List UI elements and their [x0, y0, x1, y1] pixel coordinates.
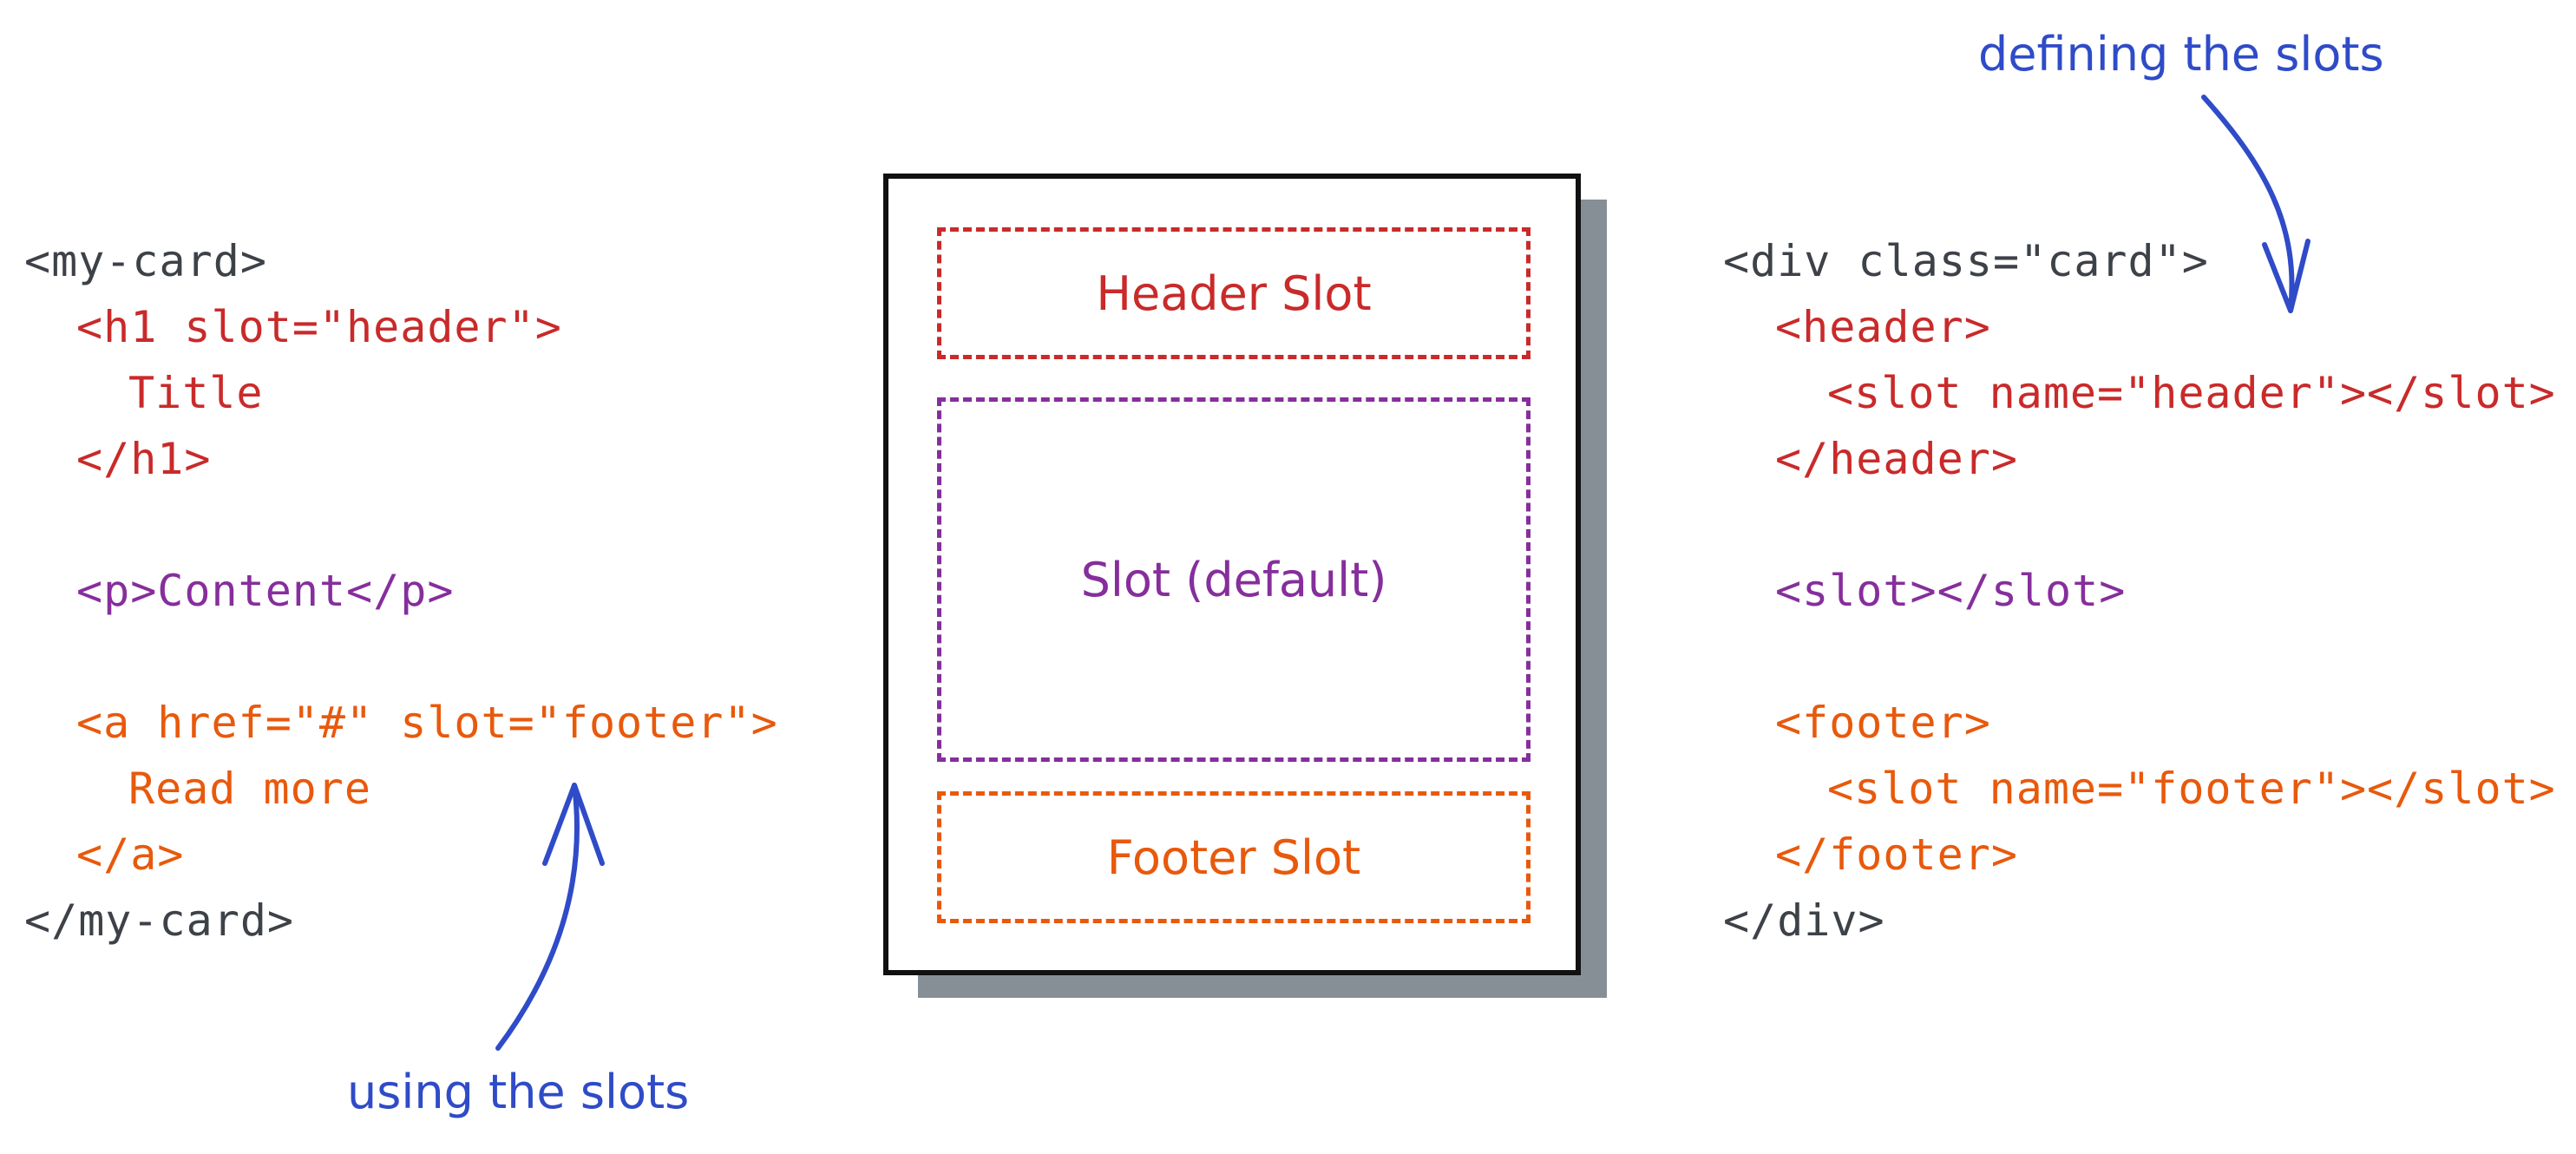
default-slot-label: Slot (default)	[1080, 552, 1387, 607]
header-slot-label: Header Slot	[1096, 266, 1372, 321]
left-code-line-6: <a href="#" slot="footer">	[76, 698, 778, 748]
left-code-line-9: </my-card>	[24, 895, 295, 946]
right-code-line-9: </div>	[1723, 895, 1885, 946]
header-slot-box: Header Slot	[937, 227, 1531, 359]
footer-slot-label: Footer Slot	[1106, 829, 1361, 885]
left-code-line-2: <h1 slot="header">	[76, 302, 562, 352]
left-code-line-3: Title	[128, 368, 264, 418]
right-code-line-5: <slot></slot>	[1775, 566, 2127, 616]
right-code-line-3: <slot name="header"></slot>	[1827, 368, 2556, 418]
left-code-line-7: Read more	[128, 764, 371, 814]
arrow-defining-the-slots	[2201, 95, 2311, 313]
right-code-line-1: <div class="card">	[1723, 236, 2209, 286]
default-slot-box: Slot (default)	[937, 397, 1531, 762]
left-code-line-5: <p>Content</p>	[76, 566, 455, 616]
right-code-line-7: <slot name="footer"></slot>	[1827, 764, 2556, 814]
annotation-defining-the-slots: defining the slots	[1978, 27, 2384, 82]
left-code-line-4: </h1>	[76, 434, 212, 484]
card-frame	[883, 174, 1581, 975]
right-code-line-2: <header>	[1775, 302, 1991, 352]
right-code-line-8: </footer>	[1775, 829, 2018, 880]
right-code-line-4: </header>	[1775, 434, 2018, 484]
annotation-using-the-slots: using the slots	[347, 1065, 690, 1119]
arrow-using-the-slots	[495, 783, 605, 1051]
right-code-line-6: <footer>	[1775, 698, 1991, 748]
left-code-line-1: <my-card>	[24, 236, 267, 286]
left-code-line-8: </a>	[76, 829, 185, 880]
footer-slot-box: Footer Slot	[937, 791, 1531, 923]
